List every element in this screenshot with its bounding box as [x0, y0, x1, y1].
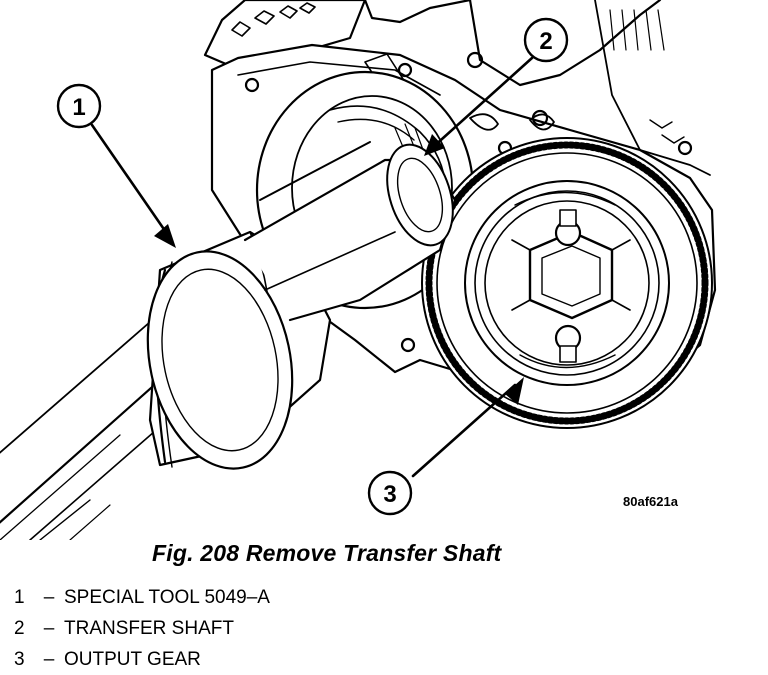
callout-2: 2	[523, 17, 569, 63]
legend-item: 2–TRANSFER SHAFT	[14, 613, 270, 644]
legend-item: 3–OUTPUT GEAR	[14, 644, 270, 675]
svg-text:1: 1	[72, 94, 85, 121]
leader-3	[411, 383, 517, 478]
callout-leaders	[90, 56, 534, 478]
transfer-shaft-removal-illustration: 1 2 3 80af621a	[0, 0, 717, 540]
svg-text:2: 2	[539, 28, 552, 55]
figure-title: Fig. 208 Remove Transfer Shaft	[152, 540, 502, 566]
arrowhead-2	[424, 134, 445, 156]
callout-3: 3	[367, 470, 413, 516]
output-gear	[421, 137, 713, 429]
special-tool-5049-a	[0, 141, 457, 540]
legend-dash: –	[43, 618, 55, 639]
transaxle-housing-top	[203, 0, 711, 176]
callout-1: 1	[56, 83, 102, 129]
svg-text:3: 3	[383, 481, 396, 508]
leader-2	[430, 56, 534, 150]
arrowhead-1	[154, 224, 176, 248]
legend-number: 2	[14, 618, 25, 639]
legend-number: 1	[14, 587, 25, 608]
legend-text: TRANSFER SHAFT	[64, 618, 234, 639]
legend-number: 3	[14, 649, 25, 670]
legend-item: 1–SPECIAL TOOL 5049–A	[14, 582, 270, 613]
leader-1	[90, 123, 172, 240]
parts-legend: 1–SPECIAL TOOL 5049–A 2–TRANSFER SHAFT 3…	[14, 582, 270, 675]
arrowhead-3	[505, 377, 524, 405]
legend-dash: –	[43, 587, 55, 608]
legend-text: SPECIAL TOOL 5049–A	[64, 587, 270, 608]
figure-code: 80af621a	[623, 494, 679, 509]
legend-dash: –	[43, 649, 55, 670]
legend-text: OUTPUT GEAR	[64, 649, 201, 670]
